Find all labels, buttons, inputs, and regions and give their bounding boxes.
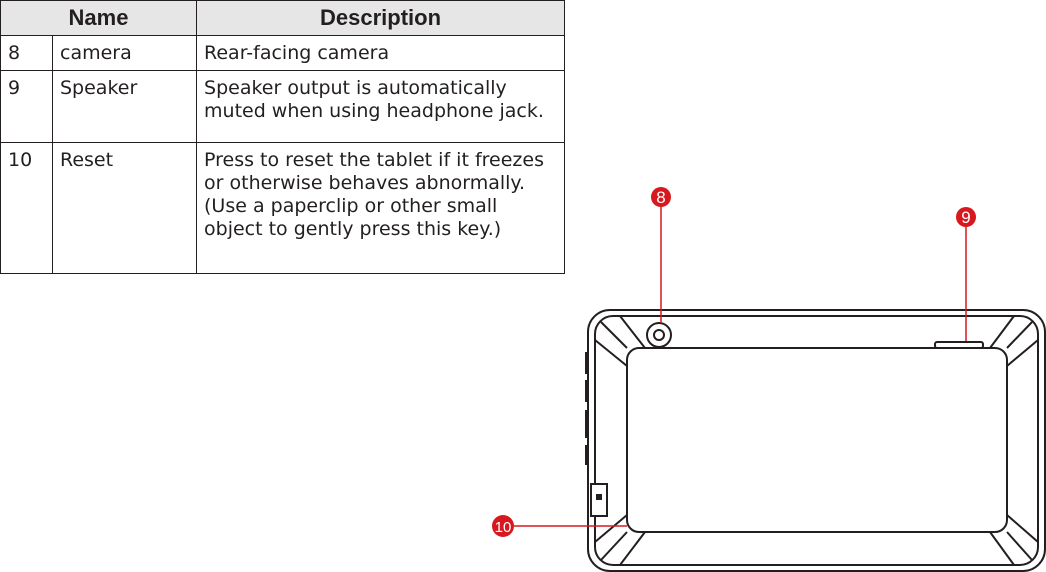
header-description: Description xyxy=(196,0,565,36)
table-header-row: Name Description xyxy=(0,0,565,36)
svg-text:9: 9 xyxy=(961,208,970,227)
table-row: 8 camera Rear-facing camera xyxy=(0,35,565,71)
row-name: Speaker xyxy=(51,70,198,143)
callout-8: 8 xyxy=(651,187,671,207)
table-row: 10 Reset Press to reset the tablet if it… xyxy=(0,142,565,274)
callout-lines xyxy=(514,205,967,527)
row-number: 8 xyxy=(0,35,53,71)
row-name: Reset xyxy=(51,142,198,274)
side-buttons xyxy=(585,352,589,465)
component-table: Name Description 8 camera Rear-facing ca… xyxy=(0,0,565,274)
tablet-outline xyxy=(587,309,1046,572)
callout-10: 10 xyxy=(492,515,514,537)
side-port xyxy=(590,483,608,517)
table-row: 9 Speaker Speaker output is automaticall… xyxy=(0,70,565,143)
row-description: Press to reset the tablet if it freezes … xyxy=(196,142,565,274)
svg-text:8: 8 xyxy=(656,188,665,207)
svg-text:10: 10 xyxy=(495,519,512,536)
camera-icon xyxy=(646,322,672,348)
row-name: camera xyxy=(51,35,198,71)
row-description: Speaker output is automatically muted wh… xyxy=(196,70,565,143)
speaker-grille-icon xyxy=(934,341,984,349)
row-number: 10 xyxy=(0,142,53,274)
header-name: Name xyxy=(0,0,198,36)
callout-9: 9 xyxy=(956,207,976,227)
